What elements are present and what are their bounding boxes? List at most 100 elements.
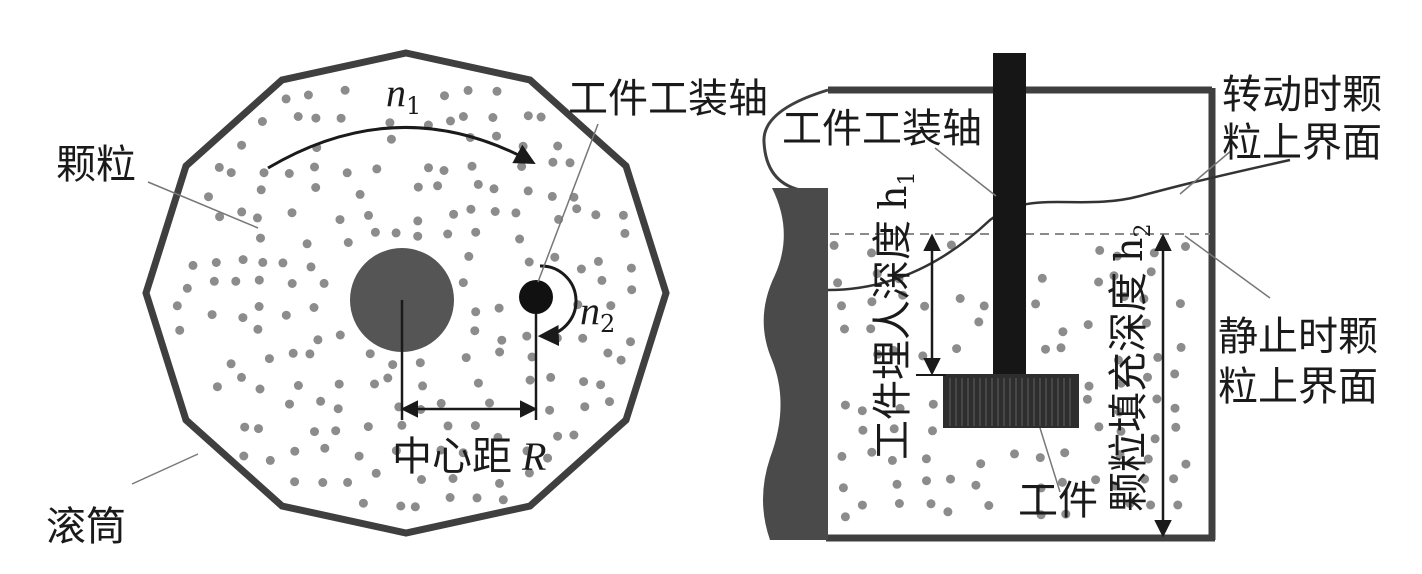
particle-dot	[470, 421, 480, 431]
particle-dot	[310, 162, 319, 172]
particle-dot	[548, 157, 558, 167]
particle-dot	[1170, 369, 1180, 379]
particle-dot	[627, 285, 637, 295]
label-drum: 滚筒	[46, 504, 126, 550]
particle-dot	[1114, 407, 1124, 417]
particle-dot	[448, 474, 458, 483]
particle-dot	[237, 207, 247, 217]
particle-dot	[256, 233, 265, 243]
particle-dot	[974, 317, 984, 327]
particle-dot	[386, 134, 396, 144]
particle-dot	[397, 420, 407, 430]
particle-dot	[1152, 394, 1162, 404]
particle-dot	[281, 310, 291, 320]
rotating-surface-curve	[827, 158, 1291, 292]
particle-dot	[1143, 372, 1152, 382]
leader-shaft-right	[934, 147, 997, 197]
particle-dot	[257, 117, 267, 126]
particle-dot	[238, 313, 248, 323]
particle-dot	[866, 324, 876, 334]
particle-dot	[873, 349, 883, 359]
particle-dot	[293, 112, 303, 121]
particle-dot	[1091, 475, 1101, 485]
particle-dot	[309, 303, 319, 312]
particle-dot	[303, 90, 313, 100]
particle-dot	[952, 344, 962, 354]
particle-dot	[1010, 449, 1019, 459]
particle-dot	[840, 324, 849, 334]
particle-dot	[493, 432, 503, 442]
particle-dot	[492, 86, 502, 96]
particle-dot	[522, 446, 532, 456]
label-shaft-left: 工件工装轴	[568, 76, 768, 122]
particle-dot	[565, 158, 575, 168]
particle-dot	[424, 163, 433, 173]
workpiece-shaft-section	[519, 280, 553, 314]
particle-dot	[1149, 248, 1159, 258]
particle-dot	[515, 234, 525, 244]
particle-dot	[215, 212, 225, 222]
particle-dot	[1110, 481, 1120, 491]
particle-dot	[943, 507, 953, 517]
particle-dot	[525, 375, 535, 385]
particle-dot	[596, 380, 606, 390]
particle-dot	[287, 279, 297, 288]
particle-dot	[254, 275, 264, 285]
label-shaft-speed: n2	[580, 288, 615, 338]
particle-dot	[495, 478, 504, 488]
particle-dot	[410, 502, 420, 512]
particle-dot	[188, 260, 198, 270]
particle-dot	[240, 422, 250, 432]
particle-dot	[1094, 277, 1104, 287]
particle-dot	[287, 208, 297, 218]
particle-dot	[358, 498, 368, 508]
particle-dot	[1170, 403, 1180, 413]
particle-dot	[840, 512, 850, 522]
particle-dot	[443, 229, 453, 239]
particle-dot	[894, 499, 904, 508]
particle-dot	[1181, 459, 1191, 469]
particle-dot	[363, 422, 373, 432]
particle-dot	[443, 421, 453, 431]
particle-dot	[278, 258, 288, 268]
label-particles: 颗粒	[56, 142, 136, 188]
particle-dot	[343, 238, 353, 247]
particle-dot	[495, 347, 505, 357]
particle-dot	[370, 227, 380, 237]
particle-dot	[606, 301, 616, 311]
particle-dot	[461, 353, 471, 363]
particle-dot	[1146, 500, 1156, 510]
particle-dot	[1041, 344, 1050, 354]
particle-dot	[837, 451, 847, 461]
particle-dot	[597, 275, 607, 285]
particles-right	[829, 240, 1191, 522]
particle-dot	[255, 384, 265, 394]
leader-drum	[131, 453, 199, 485]
label-static-surface-line1: 静止时颗	[1218, 314, 1378, 360]
particle-dot	[955, 294, 965, 303]
particle-dot	[182, 283, 192, 293]
particle-dot	[545, 405, 555, 415]
particle-dot	[494, 303, 504, 313]
particle-dot	[1142, 318, 1151, 328]
particle-dot	[920, 301, 930, 311]
particle-dot	[580, 402, 590, 412]
particle-dot	[572, 204, 582, 214]
particle-dot	[971, 480, 981, 490]
particle-dot	[553, 431, 563, 441]
particle-dot	[1146, 267, 1156, 277]
particle-dot	[334, 379, 344, 389]
particle-dot	[209, 276, 219, 286]
particle-dot	[921, 454, 931, 464]
particle-dot	[458, 448, 468, 458]
particle-dot	[439, 166, 449, 175]
particle-dot	[591, 210, 601, 220]
particle-dot	[1061, 509, 1071, 519]
particle-dot	[175, 325, 185, 335]
particle-dot	[370, 379, 379, 389]
particle-dot	[464, 251, 474, 261]
particle-dot	[433, 181, 443, 191]
particle-dot	[440, 91, 449, 101]
label-fill-depth: 颗粒填充深度h2	[1106, 224, 1156, 512]
particle-dot	[1113, 355, 1123, 365]
